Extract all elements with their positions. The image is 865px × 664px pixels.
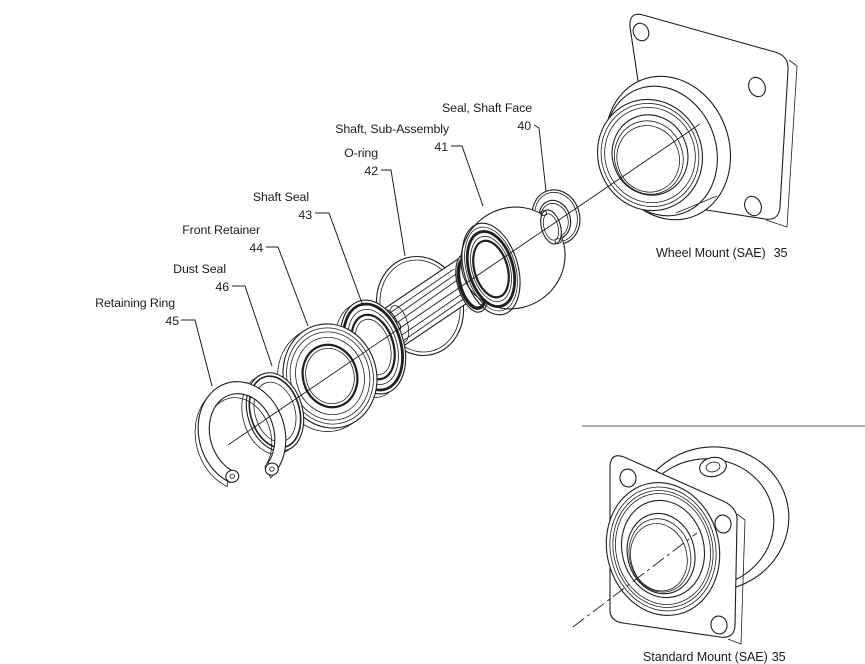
callout-shaft-seal-number: 43 [298, 208, 312, 222]
retaining-ring-lug [264, 462, 279, 476]
retaining-ring-drawing [194, 381, 287, 488]
callout-shaft-sub-assembly-number: 41 [434, 140, 448, 154]
standard-mount-label: Standard Mount (SAE) 35 [643, 650, 786, 664]
standard-mount-top-boss [699, 456, 727, 478]
shaft-bearing-ring-dark [472, 239, 510, 299]
callout-labels: Retaining Ring 45 Dust Seal 46 Front Ret… [95, 101, 532, 328]
front-retainer-hole [305, 347, 355, 405]
wheel-mount-bolt-hole [632, 22, 650, 42]
leader-retaining-ring [181, 319, 213, 387]
standard-mount-bolt-hole [619, 468, 637, 488]
callout-shaft-seal-label: Shaft Seal [253, 190, 309, 204]
standard-mount-rim-line [612, 490, 714, 608]
retaining-ring-lug-hole [229, 473, 235, 479]
wheel-mount-bore-inner [614, 120, 684, 195]
shaft-bearing-ring [464, 226, 518, 312]
standard-mount-centerline [572, 532, 698, 628]
callout-shaft-sub-assembly-label: Shaft, Sub-Assembly [335, 122, 450, 136]
retaining-ring-lug [225, 469, 240, 483]
callout-dust-seal-label: Dust Seal [173, 262, 226, 276]
shaft-spline-lines [395, 286, 476, 344]
standard-mount-flange-thickness [727, 513, 746, 645]
callout-o-ring-number: 42 [364, 164, 378, 178]
standard-mount-bore [626, 512, 696, 595]
leader-front-retainer [266, 246, 309, 327]
wheel-mount-label-number: 35 [774, 246, 788, 260]
wheel-mount-bolt-hole [744, 195, 762, 217]
wheel-mount-bore [611, 114, 689, 196]
wheel-mount-body-line [675, 195, 718, 214]
leader-o-ring [381, 169, 406, 257]
standard-mount-label-number: 35 [772, 650, 786, 664]
shaft-hub-clip [554, 238, 562, 244]
standard-mount-rim-line [615, 493, 711, 605]
wheel-mount-bolt-hole [748, 76, 766, 98]
standard-mount-face-ring [620, 499, 706, 599]
callout-o-ring-label: O-ring [344, 146, 378, 160]
shaft-bearing-ring [461, 222, 521, 316]
shaft-hub-groove [542, 213, 560, 241]
standard-mount-bore-inner [630, 523, 688, 592]
standard-mount-bolt-hole [710, 615, 728, 635]
front-retainer-step [295, 336, 365, 416]
leader-shaft-sub-assembly [451, 145, 484, 207]
standard-mount-rim-line [609, 486, 717, 612]
standard-mount-label-text: Standard Mount (SAE) [643, 650, 768, 664]
shaft-bearing-ring-dark [465, 230, 517, 308]
shaft-hub [540, 209, 562, 245]
standard-mount-drawing [572, 446, 790, 645]
standard-mount-bore-inner [628, 518, 692, 593]
wheel-mount-label: Wheel Mount (SAE) 35 [656, 246, 787, 260]
shaft-hub-clip [539, 210, 547, 216]
wheel-mount-drawing [596, 13, 798, 228]
retaining-ring-lug-hole [269, 466, 275, 472]
callout-seal-shaft-face-label: Seal, Shaft Face [442, 101, 532, 115]
callout-front-retainer-label: Front Retainer [182, 223, 260, 237]
wheel-mount-flange-thickness [765, 59, 798, 228]
wheel-mount-rim-line [600, 102, 700, 208]
callout-dust-seal-number: 46 [215, 280, 229, 294]
callout-retaining-ring-label: Retaining Ring [95, 296, 175, 310]
leader-seal-shaft-face [533, 124, 547, 192]
shaft-keyway [383, 268, 461, 328]
assembly-centerline [227, 123, 701, 446]
shaft-bearing-ring [470, 235, 512, 303]
callout-retaining-ring-number: 45 [165, 314, 179, 328]
mount-labels: Wheel Mount (SAE) 35 Standard Mount (SAE)… [643, 246, 788, 664]
wheel-mount-label-text: Wheel Mount (SAE) [656, 246, 766, 260]
standard-mount-top-boss-hole [705, 461, 721, 473]
wheel-mount-rim-line [604, 106, 696, 204]
leader-shaft-seal [315, 212, 364, 307]
front-retainer-hole-edge [301, 343, 359, 409]
callout-seal-shaft-face-number: 40 [517, 119, 531, 133]
standard-mount-bolt-hole [714, 514, 732, 534]
wheel-mount-bore-inner [616, 125, 680, 193]
leader-dust-seal [232, 285, 273, 367]
callout-leaders [181, 124, 547, 387]
callout-front-retainer-number: 44 [249, 241, 263, 255]
